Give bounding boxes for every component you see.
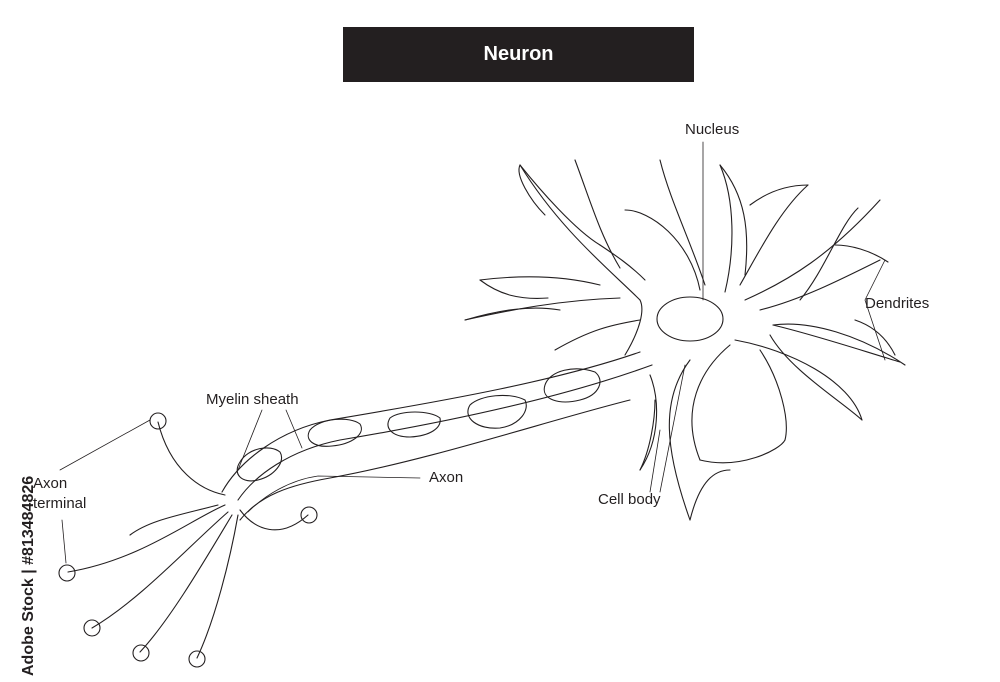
label-axon: Axon bbox=[429, 468, 463, 488]
label-axon-terminal-line2: terminal bbox=[33, 494, 86, 514]
label-myelin-sheath: Myelin sheath bbox=[206, 390, 299, 410]
stock-id-text: Adobe Stock | #813484826 bbox=[20, 476, 38, 676]
page-title: Neuron bbox=[484, 43, 554, 66]
nucleus-shape bbox=[657, 297, 723, 341]
title-bar: Neuron bbox=[343, 27, 694, 82]
label-dendrites: Dendrites bbox=[865, 294, 929, 314]
myelin-sheath-segments bbox=[237, 369, 600, 481]
stock-id-watermark: Adobe Stock | #813484826 bbox=[4, 440, 24, 680]
label-nucleus: Nucleus bbox=[685, 120, 739, 140]
label-axon-terminal: Axon terminal bbox=[33, 474, 86, 514]
label-axon-terminal-line1: Axon bbox=[33, 474, 86, 494]
axon-outline bbox=[222, 352, 652, 520]
cell-body-outline bbox=[465, 160, 905, 520]
label-cell-body: Cell body bbox=[598, 490, 661, 510]
